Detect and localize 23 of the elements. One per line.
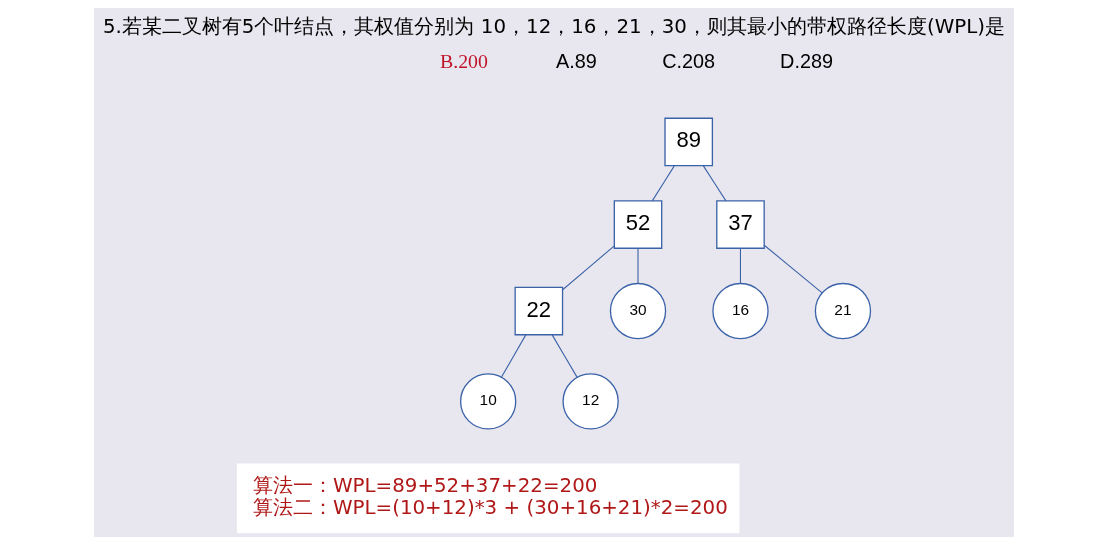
node-circle: 21 xyxy=(814,282,871,340)
connector xyxy=(500,334,526,378)
node-box: 算法一：WPL=89+52+37+22=200 算法二：WPL=(10+12)*3 + (30+16+21)*2=200 xyxy=(236,463,739,534)
connector xyxy=(702,165,726,202)
label: D.289 xyxy=(779,50,833,73)
diagram-title: 5.若某二叉树有5个叶结点，其权值分别为 10，12，16，21，30，则其最小的带权路径长度(WPL)是 xyxy=(102,14,1005,38)
connector xyxy=(561,245,615,291)
node-box: 37 xyxy=(715,200,765,249)
connector xyxy=(763,244,823,294)
label: B.200 xyxy=(439,50,488,73)
node-circle: 12 xyxy=(561,373,619,430)
connector xyxy=(636,247,639,284)
connector xyxy=(551,334,578,378)
label: A.89 xyxy=(555,50,597,73)
label: C.208 xyxy=(661,50,715,73)
node-box: 22 xyxy=(514,286,563,336)
node-box: 52 xyxy=(613,200,662,249)
node-box: 89 xyxy=(663,117,713,167)
node-circle: 30 xyxy=(609,282,666,340)
node-circle: 10 xyxy=(459,373,516,430)
connector xyxy=(651,165,675,202)
node-circle: 16 xyxy=(711,282,769,340)
connector xyxy=(739,247,741,284)
